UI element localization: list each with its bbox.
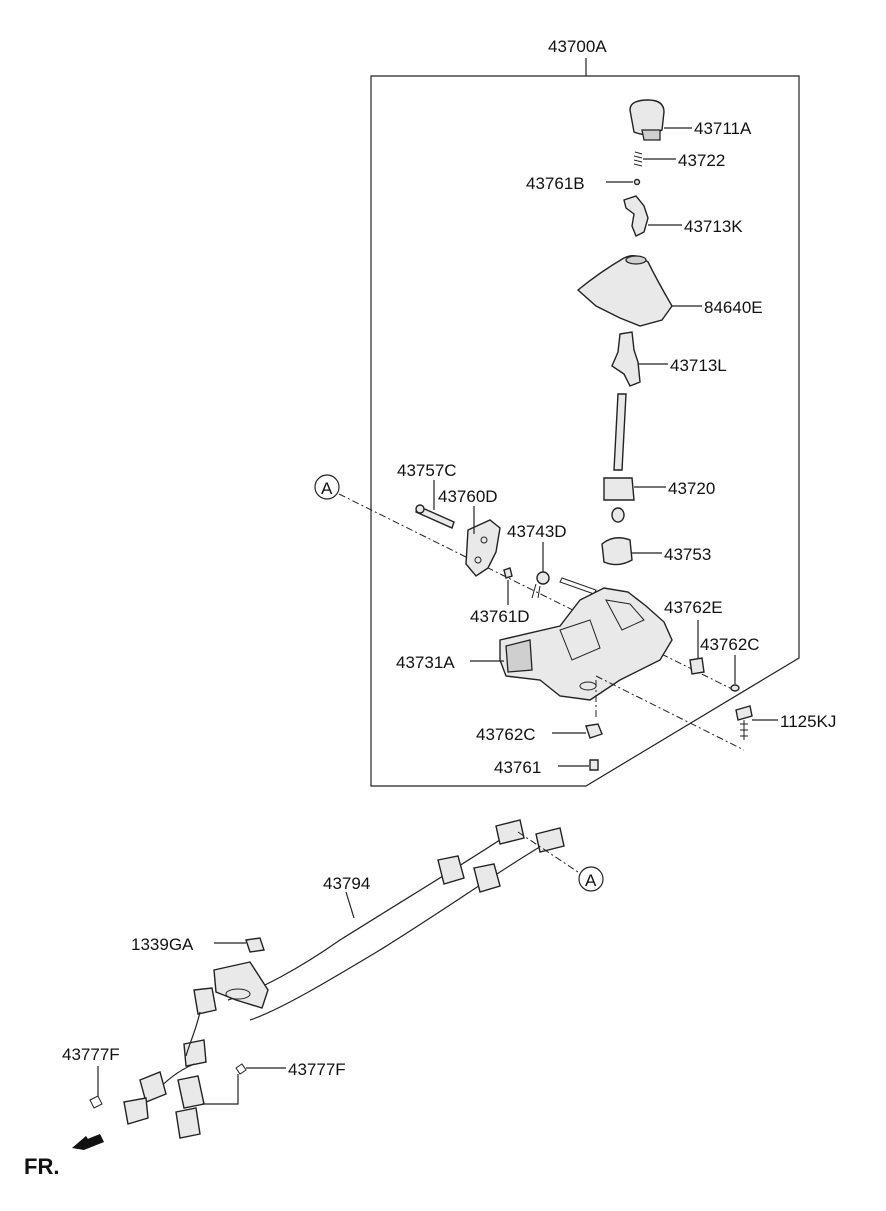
label-43762C-right[interactable]: 43762C (700, 635, 760, 654)
label-43777F-right[interactable]: 43777F (288, 1060, 346, 1079)
part-lever-lower[interactable] (611, 331, 641, 387)
label-43700A[interactable]: 43700A (548, 37, 607, 56)
part-small-pin[interactable] (633, 178, 641, 186)
label-43753[interactable]: 43753 (664, 545, 711, 564)
part-lever-rod[interactable] (603, 393, 635, 523)
svg-text:A: A (321, 479, 333, 498)
part-washer-right[interactable] (730, 684, 740, 692)
reference-a-bottom: A (578, 866, 604, 892)
svg-text:A: A (585, 871, 597, 890)
direction-arrow-icon (72, 1134, 104, 1150)
label-43713L[interactable]: 43713L (670, 356, 727, 375)
part-nut-lower[interactable] (585, 723, 603, 739)
label-43713K[interactable]: 43713K (684, 217, 743, 236)
part-nut-1339GA[interactable] (245, 937, 265, 953)
part-shift-knob[interactable] (629, 99, 665, 141)
label-43762E[interactable]: 43762E (664, 598, 723, 617)
label-43757C[interactable]: 43757C (397, 461, 457, 480)
label-43731A[interactable]: 43731A (396, 653, 455, 672)
part-pin-bolt[interactable] (415, 504, 455, 529)
part-shift-boot[interactable] (576, 255, 673, 327)
label-43722[interactable]: 43722 (678, 151, 725, 170)
part-shifter-housing[interactable] (499, 587, 673, 701)
part-retainer-clip-left[interactable] (89, 1095, 103, 1109)
label-43761[interactable]: 43761 (494, 758, 541, 777)
reference-axis-bottom (517, 831, 579, 873)
part-pin-small-d[interactable] (503, 567, 513, 579)
reference-axis-bolt (595, 675, 745, 751)
label-43720[interactable]: 43720 (668, 479, 715, 498)
assembly-boundary (370, 58, 800, 787)
label-43777F-left[interactable]: 43777F (62, 1045, 120, 1064)
label-43794[interactable]: 43794 (323, 874, 370, 893)
reference-a-top: A (314, 474, 340, 500)
label-43743D[interactable]: 43743D (507, 522, 567, 541)
part-mounting-bolt[interactable] (735, 705, 753, 740)
label-43762C-lower[interactable]: 43762C (476, 725, 536, 744)
label-84640E[interactable]: 84640E (704, 298, 763, 317)
part-spring-clip[interactable] (559, 577, 597, 595)
label-front-direction: FR. (24, 1154, 59, 1179)
part-pin-43761[interactable] (589, 759, 599, 771)
label-43761D[interactable]: 43761D (470, 607, 530, 626)
part-spring[interactable] (633, 151, 643, 167)
part-bushing[interactable] (601, 537, 633, 566)
part-clip[interactable] (531, 571, 550, 599)
reference-axis-top (338, 493, 735, 691)
part-lever-upper[interactable] (623, 195, 649, 237)
label-1339GA[interactable]: 1339GA (131, 935, 194, 954)
label-1125KJ[interactable]: 1125KJ (780, 712, 836, 731)
label-43761B[interactable]: 43761B (526, 174, 585, 193)
part-bracket[interactable] (465, 519, 501, 577)
part-shift-cable[interactable] (123, 819, 565, 1139)
part-retainer-clip-right[interactable] (235, 1063, 247, 1075)
label-43711A[interactable]: 43711A (694, 119, 752, 138)
part-sleeve[interactable] (689, 657, 705, 675)
label-43760D[interactable]: 43760D (438, 487, 498, 506)
